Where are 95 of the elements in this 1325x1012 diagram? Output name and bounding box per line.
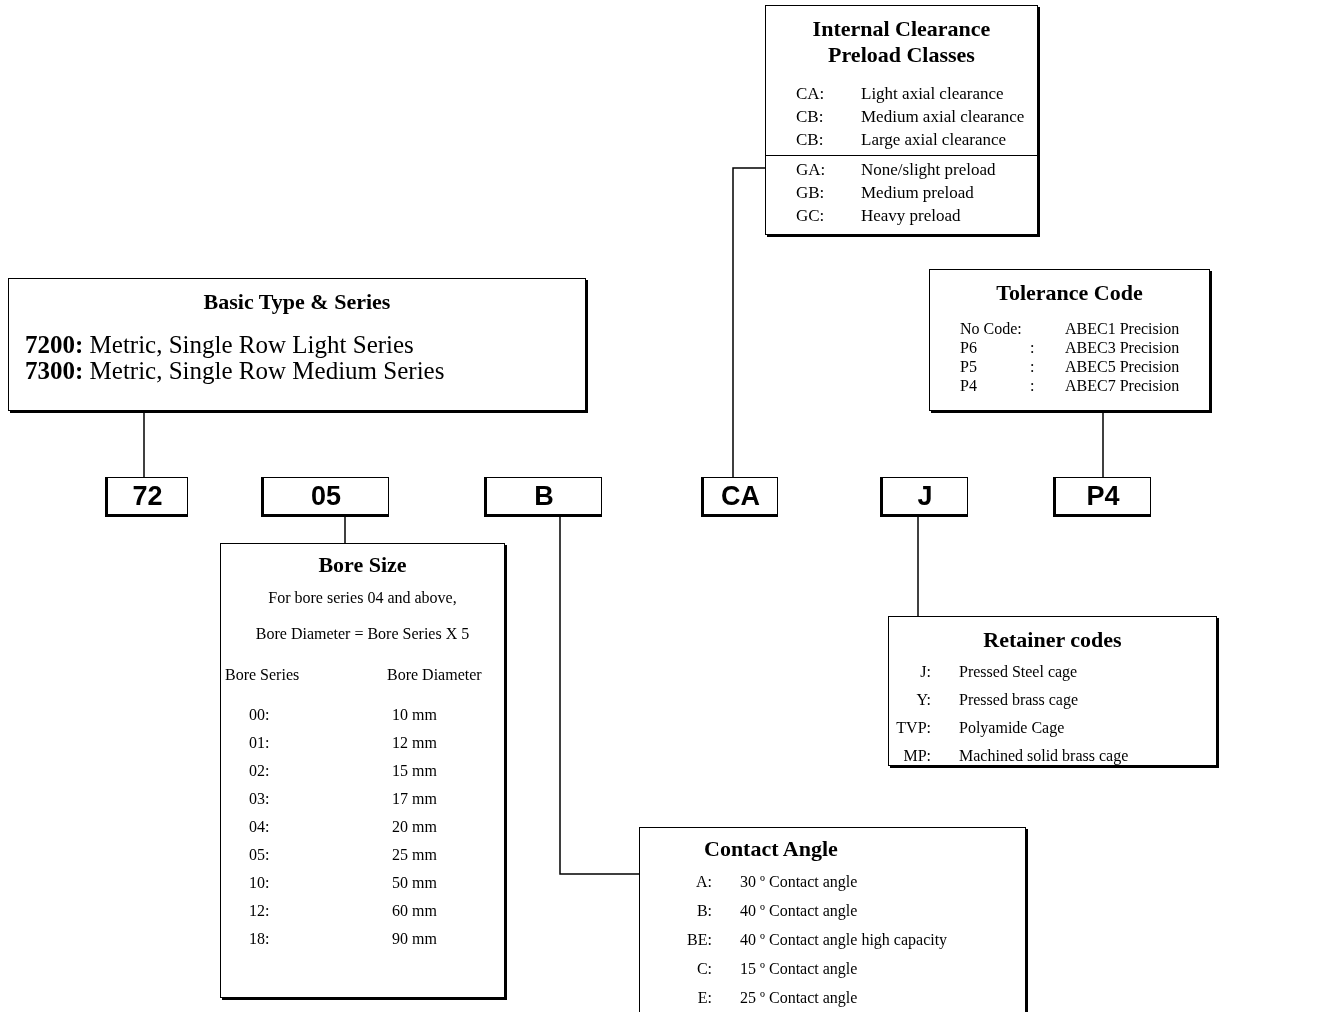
description-text: ABEC7 Precision [1065,376,1181,395]
code-text: P4 [1086,479,1120,513]
code-text: 05 [310,479,341,513]
code-label: C: [695,959,713,979]
code-label: Bore Series [225,665,301,685]
description-text: Light axial clearance [861,83,1005,105]
description-text: Medium axial clearance [861,106,1026,128]
description-text: 40 º Contact angle high capacity [740,930,949,951]
description-text: Heavy preload [861,205,962,227]
code-label: No Code: [960,319,1023,338]
connector-line [344,516,346,544]
code-box [880,477,968,517]
code-label: CB: [796,106,825,128]
connector-line [917,516,919,617]
code-label: P4 [960,376,978,395]
description-text: 7200: Metric, Single Row Light Series [24,332,415,358]
description-text: : [1030,357,1036,376]
box-heading: Internal Clearance Preload Classes [811,15,992,69]
description-text: Pressed Steel cage [959,662,1079,683]
code-box [701,477,778,517]
description-text: 7300: Metric, Single Row Medium Series [24,358,446,384]
code-text: CA [721,479,760,513]
info-box [765,5,1038,235]
description-text: 25 º Contact angle [740,988,859,1009]
code-label: TVP: [895,718,932,738]
description-text: 40 º Contact angle [740,901,859,922]
description-text: Medium preload [861,182,975,204]
description-text: For bore series 04 and above, [267,589,458,607]
box-heading: Bore Size [317,551,408,579]
code-label: P6 [960,338,978,357]
description-text: 10 mm [392,705,438,725]
code-label: 03: [249,789,271,809]
code-label: GB: [796,182,826,204]
code-label: P5 [960,357,978,376]
info-box [220,543,505,998]
description-text: 15 º Contact angle [740,959,859,980]
description-text: ABEC3 Precision [1065,338,1181,357]
code-label: CA: [796,83,826,105]
description-text: Bore Diameter = Bore Series X 5 [254,625,471,643]
box-heading: Basic Type & Series [202,288,392,316]
code-label: MP: [902,746,932,765]
code-text: 72 [132,479,163,513]
description-text: ABEC5 Precision [1065,357,1181,376]
description-text: ABEC1 Precision [1065,319,1181,338]
description-text: : [1030,376,1036,395]
connector-line [559,516,640,875]
description-text: 30 º Contact angle [740,872,859,893]
description-text: 50 mm [392,873,438,893]
code-label: 18: [249,929,271,949]
box-heading: Tolerance Code [995,279,1144,307]
description-text: Pressed brass cage [959,690,1080,711]
description-text: Large axial clearance [861,129,1008,151]
description-text: Bore Diameter [387,665,483,685]
code-label: B: [695,901,713,921]
code-box [261,477,389,517]
box-heading: Retainer codes [982,626,1123,654]
description-text: 20 mm [392,817,438,837]
code-label: BE: [686,930,713,950]
code-box [105,477,188,517]
code-text: J [917,479,933,513]
description-text: 60 mm [392,901,438,921]
description-text: 90 mm [392,929,438,949]
code-label: 04: [249,817,271,837]
description-text: Machined solid brass cage [959,746,1130,765]
code-label: 05: [249,845,271,865]
connector-line [1102,410,1104,478]
connector-line [732,167,766,478]
description-text: 17 mm [392,789,438,809]
description-text: Polyamide Cage [959,718,1066,739]
code-label: 10: [249,873,271,893]
code-label: 00: [249,705,271,725]
code-label: CB: [796,129,825,151]
code-label: GC: [796,205,826,227]
description-text: 12 mm [392,733,438,753]
code-box [484,477,602,517]
box-heading: Contact Angle [703,835,839,863]
info-box [8,278,586,411]
info-box [929,269,1210,411]
code-box [1053,477,1151,517]
connector-line [143,410,145,478]
info-box [888,616,1217,766]
code-label: J: [919,662,932,682]
code-text: B [534,479,554,513]
description-text: : [1030,338,1036,357]
code-label: A: [695,872,713,892]
code-label: GA: [796,159,827,181]
description-text: 15 mm [392,761,438,781]
code-label: Y: [915,690,932,710]
code-label: 02: [249,761,271,781]
code-label: E: [696,988,713,1008]
code-label: 01: [249,733,271,753]
code-label: 12: [249,901,271,921]
description-text: None/slight preload [861,159,997,181]
info-box [639,827,1026,1012]
description-text: 25 mm [392,845,438,865]
